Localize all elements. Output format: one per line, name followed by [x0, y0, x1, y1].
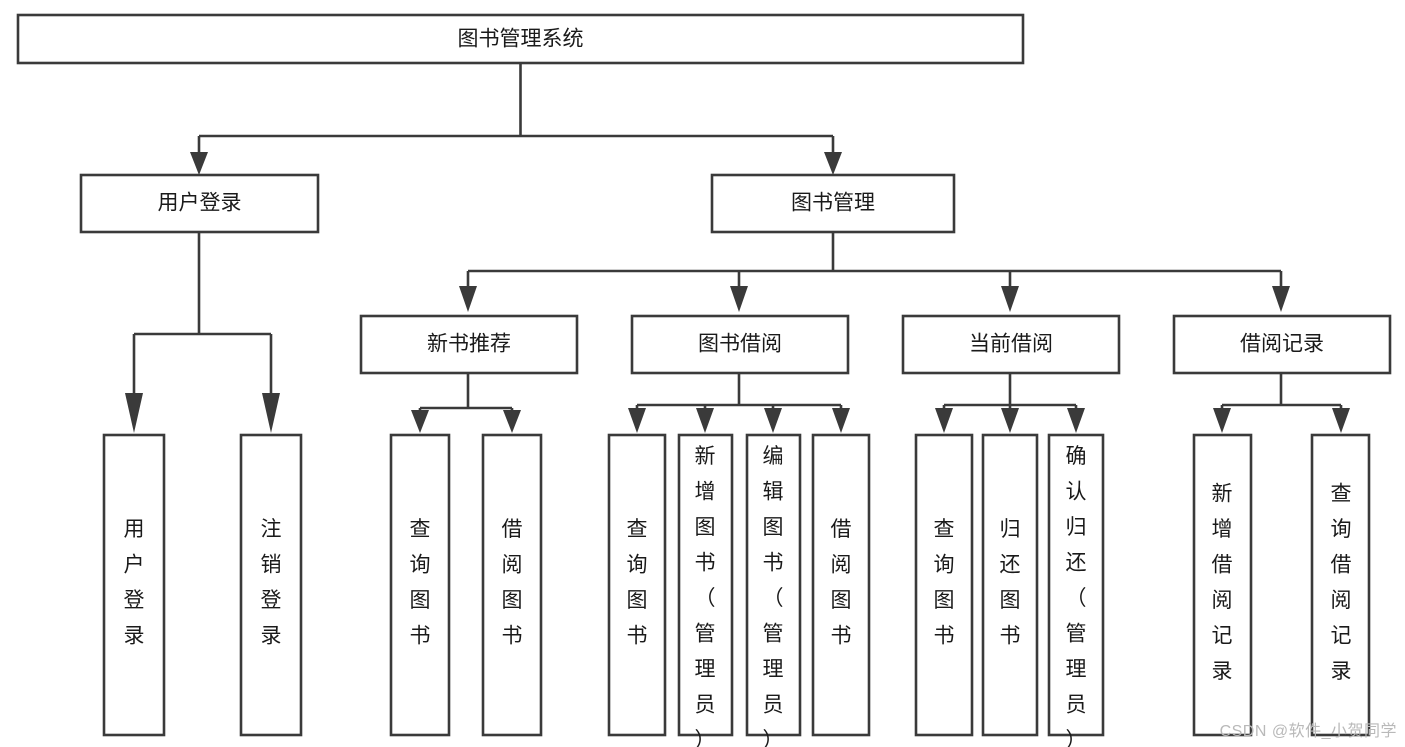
node-leaf-borrow-book-2-box[interactable] [811, 433, 871, 737]
node-book-manage-label: 图书管理 [791, 192, 875, 215]
node-new-book-recommend-label: 新书推荐 [427, 333, 511, 356]
node-book-borrow-label: 图书借阅 [698, 333, 782, 356]
node-borrow-record[interactable]: 借阅记录 [1172, 314, 1392, 375]
node-leaf-query-book-2[interactable]: 查询图书 [607, 433, 667, 737]
node-leaf-user-login[interactable]: 用户登录 [102, 433, 166, 737]
node-leaf-query-book-1-box[interactable] [389, 433, 451, 737]
node-leaf-query-book-3[interactable]: 查询图书 [914, 433, 974, 737]
arrowhead-borrow-record [1272, 286, 1290, 312]
arrowhead-book-borrow [730, 286, 748, 312]
arrowhead-user-login [190, 152, 208, 175]
node-leaf-add-book-label: 新增图书（管理员） [695, 445, 716, 747]
arrowhead-leaf-add-record [1213, 408, 1231, 433]
node-book-manage-box[interactable] [710, 173, 956, 234]
node-current-borrow-box[interactable] [901, 314, 1121, 375]
arrowhead-leaf-borrow-book-2 [832, 408, 850, 433]
node-leaf-query-book-1[interactable]: 查询图书 [389, 433, 451, 737]
node-leaf-return-book[interactable]: 归还图书 [981, 433, 1039, 737]
node-leaf-query-record-label: 查询借阅记录 [1331, 483, 1352, 684]
node-book-manage[interactable]: 图书管理 [710, 173, 956, 234]
node-leaf-query-record[interactable]: 查询借阅记录 [1310, 433, 1371, 737]
node-leaf-query-book-1-label: 查询图书 [410, 518, 431, 648]
arrowhead-leaf-confirm-return [1067, 408, 1085, 433]
node-leaf-edit-book-label: 编辑图书（管理员） [763, 445, 784, 747]
node-new-book-recommend-box[interactable] [359, 314, 579, 375]
node-leaf-borrow-book-2-label: 借阅图书 [831, 518, 852, 648]
node-leaf-query-book-2-label: 查询图书 [627, 518, 648, 648]
node-user-login-label: 用户登录 [158, 192, 242, 215]
node-leaf-borrow-book-1[interactable]: 借阅图书 [481, 433, 543, 737]
arrowhead-leaf-query-book-1 [411, 410, 429, 433]
node-leaf-add-record-label: 新增借阅记录 [1212, 483, 1233, 684]
arrowhead-leaf-query-record [1332, 408, 1350, 433]
node-root[interactable]: 图书管理系统 [16, 13, 1025, 65]
node-leaf-user-login-box[interactable] [102, 433, 166, 737]
arrowhead-leaf-borrow-book-1 [503, 410, 521, 433]
node-leaf-return-book-box[interactable] [981, 433, 1039, 737]
csdn-watermark: CSDN @软件_小贺同学 [1219, 723, 1397, 740]
connector-layer [125, 63, 1350, 433]
arrowhead-leaf-query-book-3 [935, 408, 953, 433]
node-leaf-edit-book-box[interactable] [745, 433, 802, 737]
node-new-book-recommend[interactable]: 新书推荐 [359, 314, 579, 375]
node-leaf-query-book-2-box[interactable] [607, 433, 667, 737]
node-leaf-query-record-box[interactable] [1310, 433, 1371, 737]
node-user-login-box[interactable] [79, 173, 320, 234]
arrowhead-current-borrow [1001, 286, 1019, 312]
node-leaf-query-book-3-box[interactable] [914, 433, 974, 737]
node-current-borrow-label: 当前借阅 [969, 333, 1053, 356]
node-leaf-add-book-box[interactable] [677, 433, 734, 737]
node-user-login[interactable]: 用户登录 [79, 173, 320, 234]
node-leaf-logout-label: 注销登录 [261, 518, 282, 648]
node-leaf-borrow-book-1-label: 借阅图书 [502, 518, 523, 648]
node-book-borrow-box[interactable] [630, 314, 850, 375]
arrowhead-new-book-recommend [459, 286, 477, 312]
node-leaf-confirm-return-box[interactable] [1047, 433, 1105, 737]
node-current-borrow[interactable]: 当前借阅 [901, 314, 1121, 375]
arrowhead-leaf-logout [262, 393, 280, 433]
node-leaf-confirm-return-label: 确认归还（管理员） [1066, 445, 1087, 747]
node-leaf-query-book-3-label: 查询图书 [934, 518, 955, 648]
node-leaf-borrow-book-1-box[interactable] [481, 433, 543, 737]
node-leaf-add-record-box[interactable] [1192, 433, 1253, 737]
arrowhead-leaf-user-login [125, 393, 143, 433]
arrowhead-book-manage [824, 152, 842, 175]
node-root-label: 图书管理系统 [458, 28, 584, 51]
node-book-borrow[interactable]: 图书借阅 [630, 314, 850, 375]
node-leaf-user-login-label: 用户登录 [124, 518, 145, 648]
arrowhead-leaf-return-book [1001, 408, 1019, 433]
arrowhead-leaf-add-book [696, 408, 714, 433]
node-root-box[interactable] [16, 13, 1025, 65]
node-leaf-return-book-label: 归还图书 [1000, 518, 1021, 648]
node-leaf-confirm-return[interactable]: 确认归还（管理员） [1047, 433, 1105, 747]
arrowhead-leaf-query-book-2 [628, 408, 646, 433]
node-leaf-logout[interactable]: 注销登录 [239, 433, 303, 737]
node-borrow-record-box[interactable] [1172, 314, 1392, 375]
node-borrow-record-label: 借阅记录 [1240, 333, 1324, 356]
node-leaf-edit-book[interactable]: 编辑图书（管理员） [745, 433, 802, 747]
node-leaf-add-record[interactable]: 新增借阅记录 [1192, 433, 1253, 737]
node-leaf-logout-box[interactable] [239, 433, 303, 737]
arrowhead-leaf-edit-book [764, 408, 782, 433]
node-leaf-borrow-book-2[interactable]: 借阅图书 [811, 433, 871, 737]
node-leaf-add-book[interactable]: 新增图书（管理员） [677, 433, 734, 747]
